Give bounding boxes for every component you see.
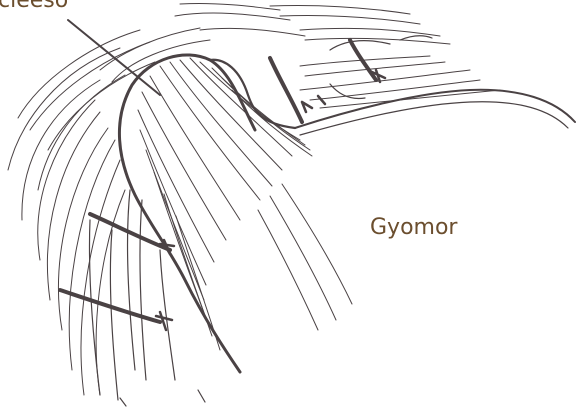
organ-outline-inner (300, 102, 568, 135)
suture-lower-upper (90, 214, 174, 254)
bottom-strokes (120, 390, 205, 406)
fold-hatching (138, 58, 352, 350)
suture-upper-left (270, 58, 325, 122)
organ-outline (295, 90, 575, 128)
suture-ruffles (330, 36, 432, 99)
label-organ: Gyomor (370, 217, 457, 239)
suture-lower-bottom (60, 290, 172, 330)
label-top-partial: cleeso (0, 0, 68, 12)
